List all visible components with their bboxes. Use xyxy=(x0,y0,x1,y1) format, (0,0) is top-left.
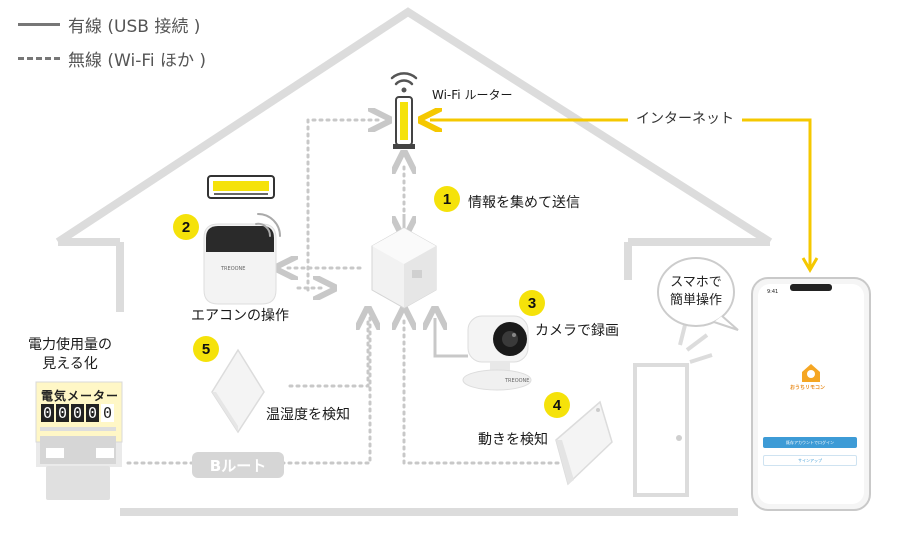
phone-signup-button[interactable]: サインアップ xyxy=(763,455,857,466)
ir-signal-icon xyxy=(255,213,281,237)
wifi-signal-icon xyxy=(390,72,418,93)
dashed-line-icon xyxy=(18,57,60,60)
speech-bubble xyxy=(657,257,739,331)
ir-remote-device xyxy=(203,223,277,305)
ir-device-brand: TREOONE xyxy=(221,266,246,272)
meter-digit: 0 xyxy=(71,404,84,422)
camera-brand: TREOONE xyxy=(505,378,530,384)
step-5-label: 温湿度を検知 xyxy=(266,407,350,423)
step-1-label: 情報を集めて送信 xyxy=(468,195,580,211)
step-3-badge: 3 xyxy=(519,290,545,316)
hub-device xyxy=(371,227,437,309)
temperature-humidity-sensor xyxy=(211,348,265,434)
legend-wireless: 無線 (Wi-Fi ほか ) xyxy=(18,46,206,71)
step-5-badge: 5 xyxy=(193,336,219,362)
phone-time: 9:41 xyxy=(767,289,779,295)
meter-digit: 0 xyxy=(101,404,114,422)
door xyxy=(633,324,713,497)
phone-login-button[interactable]: 既存アカウントでログイン xyxy=(763,437,857,448)
legend-wired: 有線 (USB 接続 ) xyxy=(18,12,200,37)
step-2-label: エアコンの操作 xyxy=(191,308,289,324)
house-outline xyxy=(55,7,773,516)
meter-digit: 0 xyxy=(56,404,69,422)
legend-wireless-label: 無線 (Wi-Fi ほか ) xyxy=(68,51,207,71)
meter-digit: 0 xyxy=(86,404,99,422)
bubble-label: スマホで 簡単操作 xyxy=(669,275,722,308)
router-label: Wi-Fi ルーター xyxy=(432,88,513,102)
internet-link xyxy=(430,120,812,268)
phone-app-name: おうちリモコン xyxy=(790,385,826,391)
power-meter-label: 電力使用量の 見える化 xyxy=(28,337,112,372)
internet-label: インターネット xyxy=(628,108,742,128)
power-meter-title: 電気メーター xyxy=(41,389,120,403)
solid-line-icon xyxy=(18,23,60,26)
step-2-badge: 2 xyxy=(173,214,199,240)
step-4-label: 動きを検知 xyxy=(478,432,548,448)
step-1-badge: 1 xyxy=(434,186,460,212)
meter-digit: 0 xyxy=(41,404,54,422)
b-route-label: Bルート xyxy=(192,452,284,478)
wifi-router xyxy=(393,96,415,149)
step-3-label: カメラで録画 xyxy=(535,323,619,339)
wireless-links xyxy=(126,120,560,465)
legend-wired-label: 有線 (USB 接続 ) xyxy=(68,17,201,37)
camera-device xyxy=(462,315,532,391)
smartphone xyxy=(751,277,871,511)
air-conditioner-icon xyxy=(207,175,275,199)
step-4-badge: 4 xyxy=(544,392,570,418)
motion-sensor xyxy=(555,400,613,486)
